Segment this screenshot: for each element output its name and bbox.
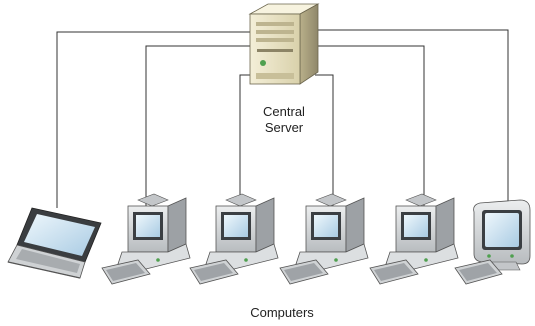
server-label-line2: Server [264,120,304,135]
link-monitor [318,29,509,208]
connection-lines [56,29,509,212]
link-computer-4 [318,45,425,212]
server-caption: Central Server [248,104,320,136]
desktop-computer-icon [279,193,369,285]
laptop-icon [7,207,102,279]
server-tower-icon [248,3,320,85]
desktop-computer-icon [101,193,191,285]
server-label-line1: Central [263,104,305,119]
crt-monitor-icon [454,199,531,285]
desktop-computer-icon [189,193,279,285]
computers-caption: Computers [250,305,314,320]
link-computer-2 [239,74,253,212]
link-laptop [56,31,250,208]
desktop-computer-icon [369,193,459,285]
link-computer-1 [145,45,250,212]
link-computer-3 [315,74,334,212]
